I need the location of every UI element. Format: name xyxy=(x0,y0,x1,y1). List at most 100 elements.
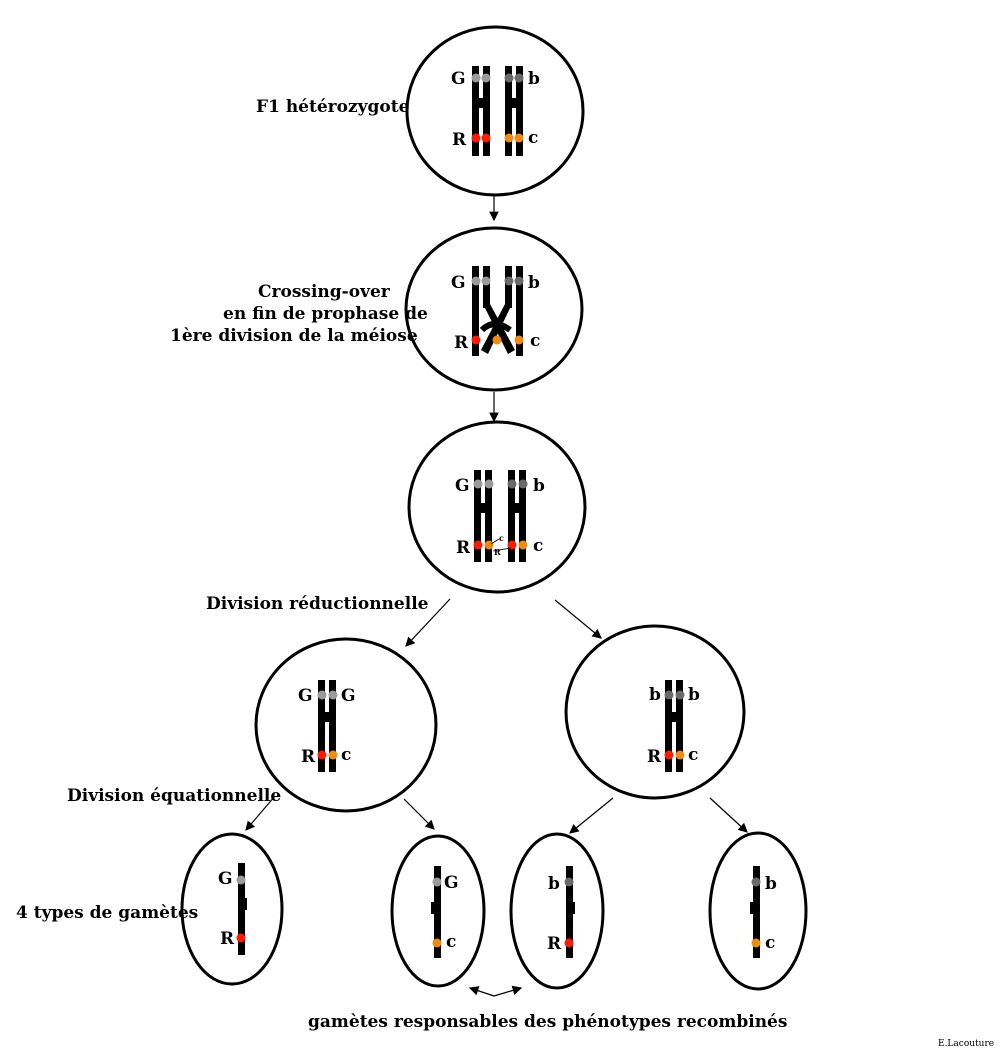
chromatid xyxy=(483,66,490,156)
chromatid xyxy=(519,470,526,562)
allele-label-R: R xyxy=(452,130,467,150)
label-crossing-line2: en fin de prophase de xyxy=(223,304,428,324)
chromatid xyxy=(508,470,515,562)
allele-label-c: c xyxy=(528,128,538,148)
gamete-b-c: b c xyxy=(708,831,808,991)
chromatid xyxy=(516,66,523,156)
cell-daughter-right-membrane xyxy=(564,624,746,800)
allele-dot-R xyxy=(564,938,574,948)
label-crossing-over: Crossing-over xyxy=(258,282,391,302)
allele-label-c: c xyxy=(341,745,351,765)
allele-label-b: b xyxy=(765,874,777,894)
arrow-equational-1 xyxy=(245,795,276,831)
arrow-equational-2 xyxy=(403,798,435,830)
chromatid xyxy=(474,470,481,562)
allele-label-R: R xyxy=(456,538,471,558)
allele-dot-R xyxy=(471,133,481,143)
tiny-label-c: c xyxy=(499,533,504,543)
allele-dot-c xyxy=(514,133,524,143)
allele-dot-R xyxy=(473,540,483,550)
allele-dot-G xyxy=(471,73,481,83)
label-gamete-types: 4 types de gamètes xyxy=(16,903,198,923)
centromere xyxy=(750,902,753,914)
allele-dot-b xyxy=(504,276,514,286)
centromere xyxy=(671,712,677,722)
chromatid xyxy=(318,680,325,772)
allele-dot-R xyxy=(317,750,327,760)
allele-dot-b xyxy=(507,479,517,489)
chromatid xyxy=(329,680,336,772)
allele-label-G: G xyxy=(444,873,459,893)
cell-f1: G b R c xyxy=(405,25,585,197)
allele-dot-G xyxy=(473,479,483,489)
allele-label-b: b xyxy=(649,685,661,705)
chromatid xyxy=(472,66,479,156)
label-f1-heterozygote: F1 hétérozygote xyxy=(256,97,410,117)
chromatid xyxy=(505,66,512,156)
cell-crossing-over: G b R c xyxy=(404,226,584,392)
allele-label-R: R xyxy=(301,747,316,767)
cell-after-crossing-over: c R G b R c xyxy=(407,420,587,594)
allele-dot-c xyxy=(492,335,502,345)
allele-dot-b xyxy=(751,877,761,887)
allele-dot-b xyxy=(675,690,685,700)
cell-daughter-left: G G R c xyxy=(254,637,438,813)
allele-label-G: G xyxy=(455,476,470,496)
author-credit: E.Lacouture xyxy=(938,1039,994,1049)
gamete-membrane xyxy=(509,832,605,990)
allele-dot-R xyxy=(236,933,246,943)
allele-dot-R xyxy=(664,750,674,760)
chromatid xyxy=(676,680,683,772)
crossed-chromatid xyxy=(481,304,512,354)
chromatid xyxy=(485,470,492,562)
cell-daughter-right: b b R c xyxy=(564,624,746,800)
allele-label-c: c xyxy=(533,536,543,556)
gamete-G-R: G R xyxy=(180,832,284,986)
allele-dot-c xyxy=(675,750,685,760)
centromere xyxy=(511,98,517,108)
allele-dot-c xyxy=(484,540,494,550)
allele-dot-c xyxy=(504,133,514,143)
pointer-line xyxy=(492,547,512,552)
chromatid xyxy=(505,266,512,308)
arrow-recombined-left xyxy=(468,986,495,997)
label-crossing-line3: 1ère division de la méiose xyxy=(170,326,418,346)
chromatid xyxy=(753,866,760,958)
centromere xyxy=(244,898,247,910)
label-division-reductionnelle: Division réductionnelle xyxy=(206,594,429,614)
cell-daughter-left-membrane xyxy=(254,637,438,813)
allele-dot-c xyxy=(518,540,528,550)
centromere xyxy=(480,503,486,513)
chromatid xyxy=(566,866,573,958)
allele-dot-b xyxy=(664,690,674,700)
allele-dot-c xyxy=(751,938,761,948)
allele-label-G: G xyxy=(451,273,466,293)
allele-dot-b xyxy=(514,73,524,83)
allele-dot-R xyxy=(471,335,481,345)
label-division-equationnelle: Division équationnelle xyxy=(67,786,281,806)
allele-label-b: b xyxy=(528,273,540,293)
centromere xyxy=(324,712,330,722)
allele-dot-b xyxy=(504,73,514,83)
allele-dot-G xyxy=(432,877,442,887)
chiasma xyxy=(479,321,512,333)
allele-label-c: c xyxy=(446,932,456,952)
tiny-label-R: R xyxy=(494,547,501,557)
allele-label-b: b xyxy=(688,685,700,705)
allele-label-b: b xyxy=(528,69,540,89)
allele-dot-G xyxy=(481,276,491,286)
allele-dot-G xyxy=(328,690,338,700)
allele-dot-G xyxy=(236,875,246,885)
pointer-line xyxy=(490,538,500,545)
cell-after-crossing-membrane xyxy=(407,420,587,594)
arrow-reductional-right xyxy=(554,599,602,639)
allele-label-c: c xyxy=(765,933,775,953)
centromere xyxy=(572,902,575,914)
allele-dot-R xyxy=(481,133,491,143)
caption-recombined-gametes: gamètes responsables des phénotypes reco… xyxy=(308,1012,787,1032)
allele-dot-G xyxy=(484,479,494,489)
allele-dot-b xyxy=(518,479,528,489)
arrow-reductional-left xyxy=(405,598,451,647)
arrow-equational-4 xyxy=(709,797,748,833)
